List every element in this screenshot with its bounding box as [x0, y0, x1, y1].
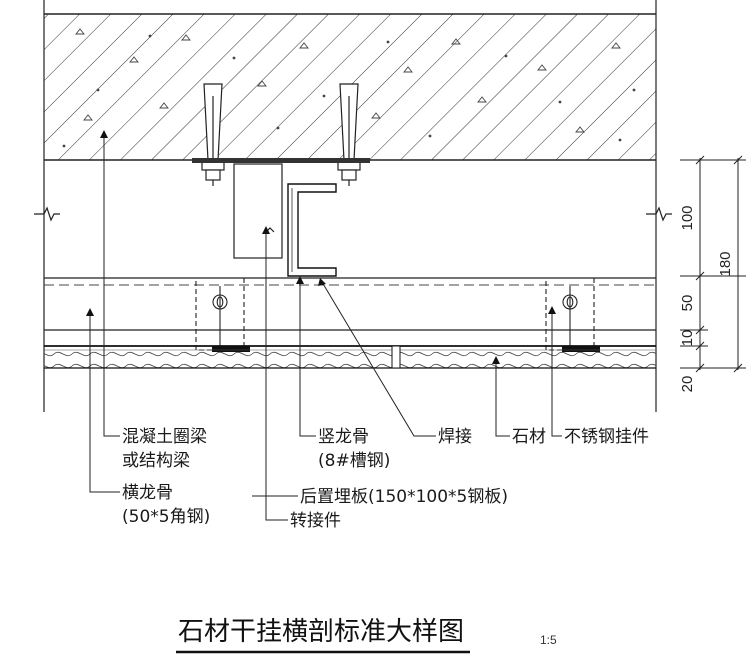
label-horizontal-keel-spec: (50*5角钢)	[122, 507, 210, 527]
drawing-title: 石材干挂横剖标准大样图	[178, 617, 464, 647]
label-vertical-keel-spec: (8#槽钢)	[318, 451, 390, 471]
label-weld: 焊接	[438, 427, 472, 447]
label-stainless-hanger: 不锈钢挂件	[564, 427, 649, 447]
stone-panel	[44, 345, 656, 369]
adapter-piece	[233, 163, 283, 259]
dimension-lines	[680, 155, 746, 373]
dim-100: 100	[679, 205, 696, 230]
label-horizontal-keel: 横龙骨	[122, 483, 173, 503]
label-adapter: 转接件	[290, 511, 341, 531]
dim-10: 10	[679, 330, 696, 347]
leader-arrows	[86, 130, 556, 364]
dim-50: 50	[679, 295, 696, 312]
leader-lines	[89, 134, 562, 521]
embedded-plate	[192, 158, 370, 163]
drawing-scale: 1:5	[540, 633, 557, 647]
hanger-left	[195, 277, 250, 352]
label-embedded-plate: 后置埋板(150*100*5钢板)	[300, 487, 508, 507]
dim-20: 20	[679, 376, 696, 393]
break-symbols	[34, 206, 672, 222]
horizontal-keel	[44, 277, 656, 331]
label-vertical-keel: 竖龙骨	[318, 427, 369, 447]
hanger-right	[545, 277, 600, 352]
dim-180: 180	[717, 251, 734, 276]
label-beam-line2: 或结构梁	[122, 451, 190, 471]
label-stone: 石材	[512, 427, 546, 447]
vertical-keel-channel	[287, 183, 337, 277]
label-beam-line1: 混凝土圈梁	[122, 427, 207, 447]
